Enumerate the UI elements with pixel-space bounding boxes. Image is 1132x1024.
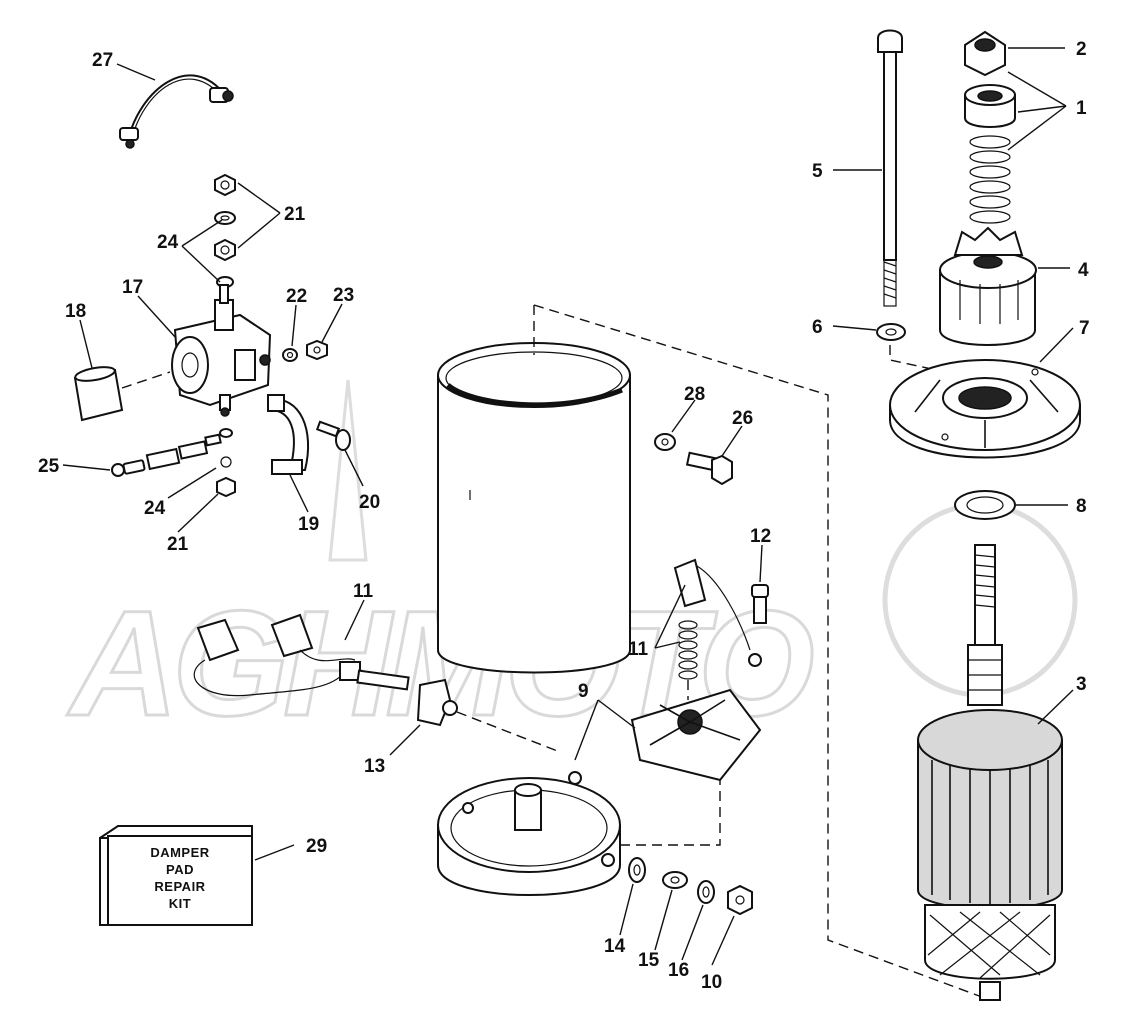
callout-3: 3 bbox=[1076, 674, 1087, 695]
part-14-washer bbox=[628, 857, 646, 883]
callout-15: 15 bbox=[638, 950, 660, 971]
part-15-washer bbox=[662, 871, 688, 889]
part-16-lockwasher bbox=[697, 880, 715, 904]
kit-label-line2: PAD bbox=[166, 862, 194, 877]
callout-23: 23 bbox=[333, 285, 354, 306]
part-12-screw bbox=[751, 584, 769, 624]
callout-24-bottom: 24 bbox=[144, 498, 166, 519]
armature-shaft-threads bbox=[974, 554, 996, 608]
callout-22: 22 bbox=[286, 286, 307, 307]
part-20-screw bbox=[315, 420, 351, 451]
callout-4: 4 bbox=[1078, 260, 1089, 281]
leader-lines bbox=[62, 47, 1074, 966]
callout-21-top: 21 bbox=[284, 204, 306, 225]
callout-5: 5 bbox=[812, 161, 823, 182]
callout-numbers: 2 1 5 4 6 7 8 3 27 21 24 17 18 22 23 25 … bbox=[38, 39, 1090, 993]
part-17-solenoid bbox=[171, 284, 272, 417]
part-3-armature bbox=[917, 544, 1063, 1001]
part-7-drive-end-cap bbox=[889, 359, 1081, 459]
part-21-24-hardware-top bbox=[214, 173, 236, 288]
callout-11-center: 11 bbox=[628, 639, 649, 660]
callout-13: 13 bbox=[364, 756, 385, 777]
armature-windings bbox=[931, 760, 1049, 905]
watermark-spire bbox=[328, 379, 368, 562]
callout-26: 26 bbox=[732, 408, 753, 429]
part-18-sleeve bbox=[73, 366, 171, 422]
end-cap-lower bbox=[437, 771, 621, 896]
armature-commutator-mesh bbox=[927, 911, 1051, 979]
kit-label-line3: REPAIR bbox=[154, 879, 205, 894]
callout-7: 7 bbox=[1079, 318, 1090, 339]
part-13-bracket bbox=[416, 678, 561, 753]
callout-16: 16 bbox=[668, 960, 689, 981]
callout-14: 14 bbox=[604, 936, 626, 957]
part-19-bracket bbox=[267, 394, 310, 475]
part-29-damper-pad-kit: DAMPER PAD REPAIR KIT bbox=[98, 825, 253, 926]
starter-frame-housing bbox=[437, 342, 631, 674]
part-9-brush-plate bbox=[630, 688, 762, 782]
bolt-threads bbox=[883, 261, 897, 299]
callout-29: 29 bbox=[306, 836, 327, 857]
part-1-spring bbox=[969, 135, 1011, 224]
callout-19: 19 bbox=[298, 514, 319, 535]
part-28-washer bbox=[654, 433, 676, 451]
callout-18: 18 bbox=[65, 301, 86, 322]
part-8-thrust-washer bbox=[954, 490, 1016, 520]
part-4-drive-pinion bbox=[939, 226, 1037, 346]
callout-8: 8 bbox=[1076, 496, 1087, 517]
part-2-nut bbox=[964, 30, 1006, 77]
callout-9: 9 bbox=[578, 681, 589, 702]
callout-20: 20 bbox=[359, 492, 380, 513]
callout-11-left: 11 bbox=[353, 581, 374, 602]
part-5-through-bolt bbox=[877, 29, 903, 307]
callout-12: 12 bbox=[750, 526, 771, 547]
part-27-cable bbox=[119, 74, 234, 149]
part-10-nut bbox=[727, 884, 753, 916]
callout-10: 10 bbox=[701, 972, 722, 993]
callout-17: 17 bbox=[122, 277, 143, 298]
part-25-cable bbox=[111, 428, 236, 498]
callout-21-bottom: 21 bbox=[167, 534, 189, 555]
brush-spring bbox=[678, 620, 698, 680]
callout-2: 2 bbox=[1076, 39, 1087, 60]
kit-label-line1: DAMPER bbox=[150, 845, 209, 860]
callout-25: 25 bbox=[38, 456, 60, 477]
part-6-washer bbox=[876, 323, 906, 341]
callout-28: 28 bbox=[684, 384, 705, 405]
callout-1: 1 bbox=[1076, 98, 1087, 119]
callout-6: 6 bbox=[812, 317, 823, 338]
part-26-bolt bbox=[685, 451, 733, 486]
part-11-brush-set bbox=[193, 613, 410, 697]
kit-label-line4: KIT bbox=[169, 896, 191, 911]
callout-27: 27 bbox=[92, 50, 113, 71]
part-11-brush-center bbox=[673, 558, 762, 700]
callout-24-top: 24 bbox=[157, 232, 179, 253]
part-22-23-hardware bbox=[282, 339, 328, 362]
part-1-collar bbox=[964, 84, 1016, 128]
